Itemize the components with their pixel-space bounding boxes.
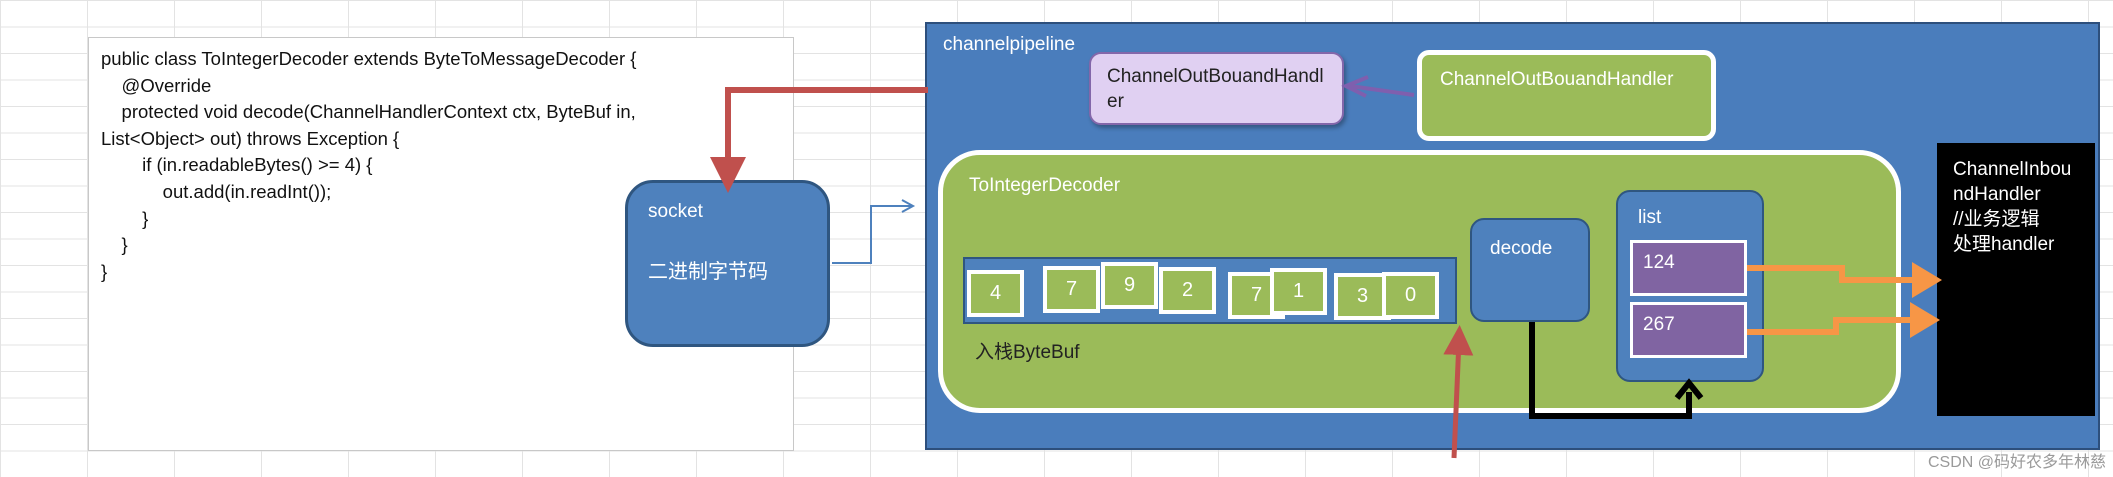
- socket-title: socket: [648, 201, 703, 222]
- byte-cell: 7: [1043, 266, 1100, 313]
- watermark: CSDN @码好农多年林慈: [1928, 454, 2107, 471]
- inbound-handler-desc: 处理handler: [1953, 234, 2055, 255]
- inbound-handler-comment: //业务逻辑: [1953, 209, 2040, 230]
- code-text: public class ToIntegerDecoder extends By…: [101, 48, 637, 282]
- outbound-handler-2: ChannelOutBouandHandler: [1417, 50, 1716, 141]
- purple-arrow: [1349, 84, 1415, 97]
- byte-cell: 9: [1101, 262, 1158, 309]
- bytebuf-label: 入栈ByteBuf: [975, 342, 1080, 363]
- purple-arrowhead: [1341, 75, 1369, 98]
- list-item: 267: [1630, 302, 1747, 358]
- black-arrowhead: [1674, 378, 1704, 400]
- byte-cell: 1: [1270, 268, 1327, 315]
- byte-cell: 3: [1334, 273, 1391, 320]
- byte-cell: 0: [1382, 272, 1439, 319]
- socket-box: socket 二进制字节码: [625, 180, 830, 347]
- socket-subtitle: 二进制字节码: [648, 261, 768, 283]
- outbound-handler-1: ChannelOutBouandHandler: [1089, 52, 1344, 125]
- byte-cell: 2: [1159, 267, 1216, 314]
- decoder-title: ToIntegerDecoder: [969, 175, 1121, 196]
- black-arrow: [1529, 322, 1692, 419]
- list-title: list: [1638, 207, 1662, 228]
- orange-arrow-1: [1747, 262, 1942, 298]
- red-arrow-up: [1443, 325, 1474, 459]
- decode-box: decode: [1470, 218, 1590, 322]
- inbound-handler-name: ChannelInboundHandler: [1953, 159, 2072, 205]
- byte-cell: 4: [967, 270, 1024, 317]
- red-arrow-to-socket: [710, 87, 928, 193]
- socket-arrowhead: [901, 199, 916, 213]
- socket-to-pipeline-arrow: [832, 205, 912, 264]
- inbound-handler-box: ChannelInboundHandler //业务逻辑 处理handler: [1937, 143, 2095, 416]
- pipeline-title: channelpipeline: [943, 34, 1076, 55]
- orange-arrow-2: [1747, 302, 1940, 338]
- decode-label: decode: [1490, 238, 1553, 259]
- list-item: 124: [1630, 240, 1747, 296]
